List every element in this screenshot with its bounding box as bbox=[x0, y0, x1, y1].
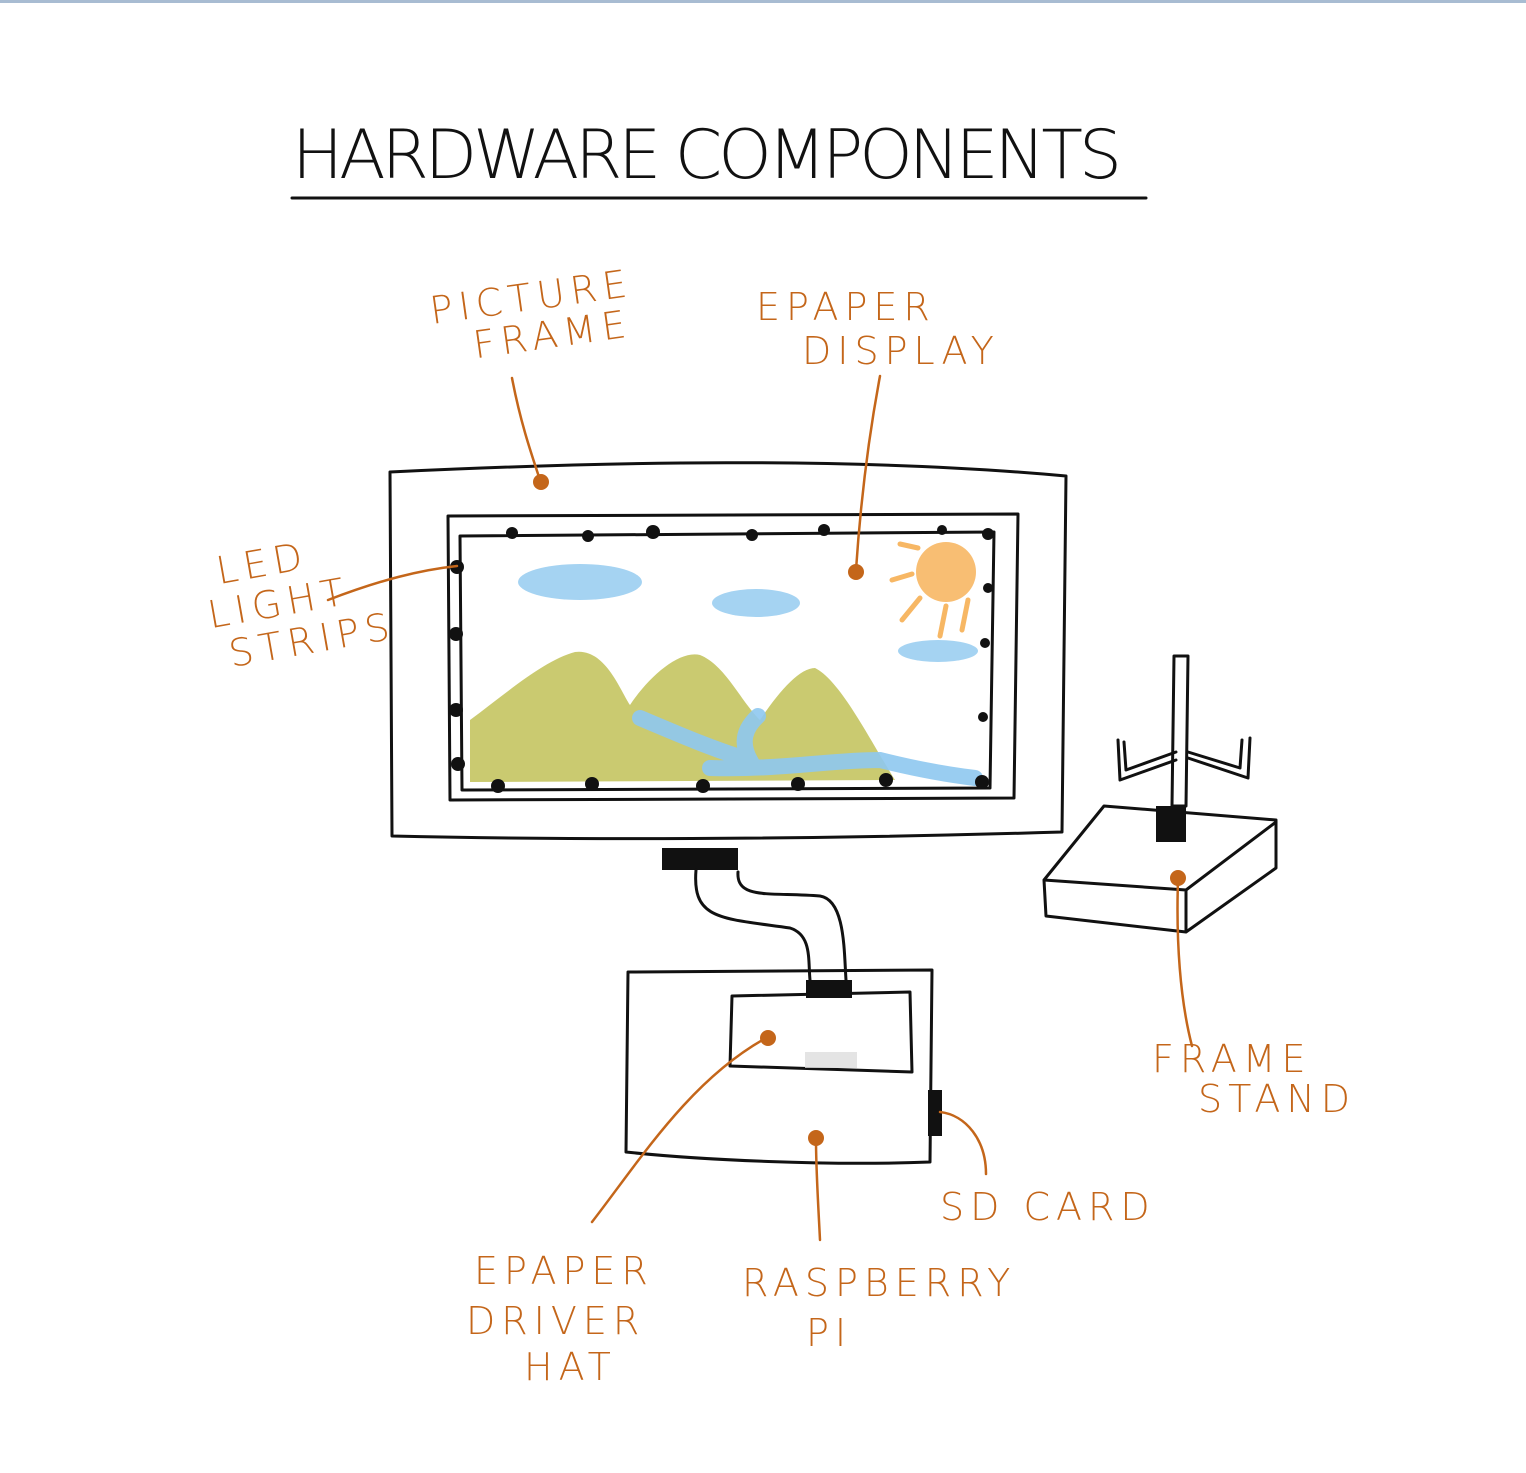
led-light-strips bbox=[449, 524, 994, 793]
display-scene bbox=[470, 541, 983, 786]
chip-icon bbox=[805, 1052, 857, 1068]
frame-stand-pole bbox=[1170, 654, 1190, 808]
frame-stand-base bbox=[1042, 804, 1278, 934]
diagram-title: HARDWARE COMPONENTS bbox=[292, 116, 1132, 195]
epaper-driver-hat-label: EPAPER DRIVER HAT bbox=[466, 1249, 672, 1389]
mountains bbox=[470, 651, 895, 782]
ribbon-cable bbox=[694, 868, 848, 982]
frame-stand-label: FRAME STAND bbox=[1152, 1037, 1356, 1121]
leader-lines bbox=[326, 374, 1194, 1242]
raspberry-pi-board bbox=[624, 968, 934, 1165]
river bbox=[632, 708, 983, 786]
cloud-icon bbox=[518, 564, 978, 662]
epaper-display-label: EPAPER DISPLAY bbox=[756, 285, 1000, 373]
hat-connector bbox=[806, 980, 852, 998]
raspberry-pi-label: RASPBERRY PI bbox=[742, 1261, 1034, 1355]
stand-arms bbox=[1116, 736, 1252, 782]
frame-connector bbox=[662, 848, 738, 870]
stand-clamp bbox=[1156, 806, 1186, 842]
sun-icon bbox=[889, 541, 976, 639]
sd-card-slot bbox=[928, 1090, 942, 1136]
picture-frame bbox=[388, 461, 1068, 841]
sd-card-label: SD CARD bbox=[940, 1185, 1156, 1229]
window-top-border bbox=[0, 0, 1526, 3]
picture-frame-label: PICTURE FRAME bbox=[427, 258, 659, 372]
epaper-display-screen bbox=[458, 530, 996, 792]
led-light-strips-label: LED LIGHT STRIPS bbox=[197, 521, 398, 679]
epaper-display-outer bbox=[446, 512, 1020, 802]
